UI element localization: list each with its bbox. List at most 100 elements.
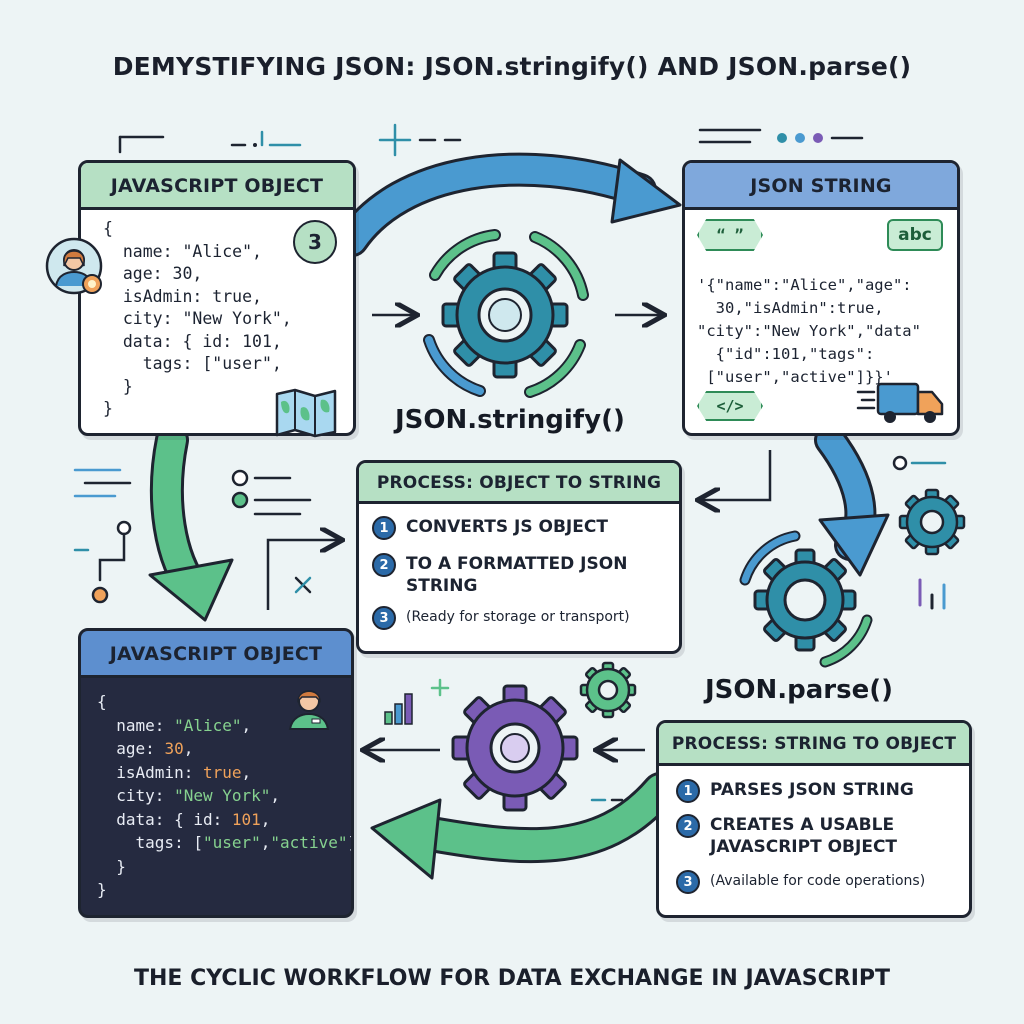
decorative-marks xyxy=(73,123,947,802)
code-line: name: "Alice", xyxy=(103,241,262,261)
js-object-card-bottom: JAVASCRIPT OBJECT { name: "Alice", age: … xyxy=(78,628,354,918)
code-token: , xyxy=(260,833,271,852)
purple-gear-icon xyxy=(451,684,579,812)
step-number: 2 xyxy=(676,814,700,838)
step-number: 1 xyxy=(372,516,396,540)
code-line: 30,"isAdmin":true, xyxy=(697,299,884,317)
user-avatar-icon xyxy=(288,690,330,730)
card-header: JSON STRING xyxy=(685,163,957,210)
stringify-label: JSON.stringify() xyxy=(395,405,625,435)
code-line: {"id":101,"tags": xyxy=(697,345,875,363)
parse-gear-icon xyxy=(739,530,873,668)
code-line: age: 30, xyxy=(97,737,351,761)
card-header: PROCESS: OBJECT TO STRING xyxy=(359,463,679,504)
code-line: "city":"New York","data" xyxy=(697,322,921,340)
badge-count: 3 xyxy=(308,230,322,254)
code-line: '{"name":"Alice","age": xyxy=(697,276,912,294)
step-text: (Ready for storage or transport) xyxy=(406,609,630,625)
process-stringify-card: PROCESS: OBJECT TO STRING xyxy=(356,460,682,654)
code-token: , xyxy=(270,786,281,805)
code-token: "user" xyxy=(202,833,261,852)
map-icon xyxy=(275,388,337,438)
code-line: tags: ["user", xyxy=(103,354,282,373)
step-item: 2 TO A FORMATTED JSON STRING xyxy=(372,553,662,597)
diagram-title: DEMYSTIFYING JSON: JSON.stringify() AND … xyxy=(112,52,912,81)
code-line: isAdmin: true, xyxy=(103,286,262,306)
code-tag-icon: </> xyxy=(697,391,763,421)
code-line: data: { id: 101, xyxy=(97,808,351,832)
code-token: "active" xyxy=(270,833,348,852)
step-item: 2 CREATES A USABLE JAVASCRIPT OBJECT xyxy=(676,814,956,858)
step-text: PARSES JSON STRING xyxy=(710,780,914,800)
code-token: name: xyxy=(97,715,175,735)
user-avatar-icon xyxy=(45,237,103,295)
code-token: true xyxy=(202,762,242,782)
code-line: isAdmin: true, xyxy=(97,761,351,785)
parse-flow-arrow xyxy=(814,424,890,577)
abc-tag-icon: abc xyxy=(887,219,943,251)
small-gear-icon xyxy=(579,661,637,719)
return-flow-arrow xyxy=(370,772,678,880)
quote-tag-icon: “ ” xyxy=(697,219,763,251)
code-line: city: "New York", xyxy=(103,309,292,328)
code-block: '{"name":"Alice","age": 30,"isAdmin":tru… xyxy=(685,210,957,389)
left-down-flow-arrow xyxy=(148,423,234,622)
step-text: CONVERTS JS OBJECT xyxy=(406,517,608,537)
parse-label: JSON.parse() xyxy=(705,675,893,705)
code-line: { xyxy=(97,690,351,714)
stringify-flow-arrow xyxy=(335,152,682,257)
json-string-card: JSON STRING '{"name":"Alice","age": 30,"… xyxy=(682,160,960,436)
code-line: { xyxy=(103,219,113,238)
js-object-card-top: JAVASCRIPT OBJECT { name: "Alice", age: … xyxy=(78,160,356,436)
code-token: data: { id: xyxy=(97,809,232,829)
bar-chart-icon xyxy=(384,693,413,725)
code-token: } xyxy=(97,880,107,899)
delivery-truck-icon xyxy=(856,382,944,423)
card-header: PROCESS: STRING TO OBJECT xyxy=(659,723,969,766)
code-token: ] xyxy=(347,833,351,852)
code-line: } xyxy=(103,376,133,396)
comment-badge-icon: 3 xyxy=(293,220,337,264)
code-line: tags: ["user","active"] xyxy=(97,831,351,855)
step-number: 3 xyxy=(372,606,396,630)
code-block: { name: "Alice", age: 30, isAdmin: true,… xyxy=(81,210,353,421)
code-token: , xyxy=(241,715,252,735)
code-token: 101 xyxy=(231,809,261,829)
code-token: 30 xyxy=(164,739,184,758)
stringify-gear-icon xyxy=(423,229,589,398)
step-text: (Available for code operations) xyxy=(710,873,926,889)
code-line: } xyxy=(97,878,351,902)
step-item: 3 (Available for code operations) xyxy=(676,870,956,894)
code-token: , xyxy=(183,739,194,758)
code-line: } xyxy=(97,855,351,879)
step-item: 1 PARSES JSON STRING xyxy=(676,779,956,803)
step-text: CREATES A USABLE JAVASCRIPT OBJECT xyxy=(710,815,898,857)
step-number: 3 xyxy=(676,870,700,894)
code-token: , xyxy=(260,809,271,829)
code-token: "New York" xyxy=(174,786,271,805)
code-line: } xyxy=(103,399,113,418)
code-line: data: { id: 101, xyxy=(103,331,282,351)
step-text: TO A FORMATTED JSON STRING xyxy=(406,554,628,596)
code-line: name: "Alice", xyxy=(97,714,351,738)
step-number: 2 xyxy=(372,553,396,577)
code-token: tags: [ xyxy=(97,833,203,852)
step-item: 3 (Ready for storage or transport) xyxy=(372,606,672,630)
code-token: , xyxy=(241,762,252,782)
small-gear-icon xyxy=(898,488,966,556)
code-token: isAdmin: xyxy=(97,762,203,782)
process-parse-card: PROCESS: STRING TO OBJECT xyxy=(656,720,972,918)
code-token: { xyxy=(97,692,107,711)
card-header: JAVASCRIPT OBJECT xyxy=(81,163,353,210)
code-line: city: "New York", xyxy=(97,784,351,808)
code-token: } xyxy=(97,856,126,876)
diagram-footer: THE CYCLIC WORKFLOW FOR DATA EXCHANGE IN… xyxy=(133,966,891,991)
code-token: "Alice" xyxy=(174,715,242,735)
card-header: JAVASCRIPT OBJECT xyxy=(81,631,351,678)
code-line: ["user","active"]}}' xyxy=(697,368,893,386)
code-token: age: xyxy=(97,739,165,758)
code-block: { name: "Alice", age: 30, isAdmin: true,… xyxy=(81,678,351,902)
code-line: age: 30, xyxy=(103,264,203,283)
code-token: city: xyxy=(97,786,175,805)
